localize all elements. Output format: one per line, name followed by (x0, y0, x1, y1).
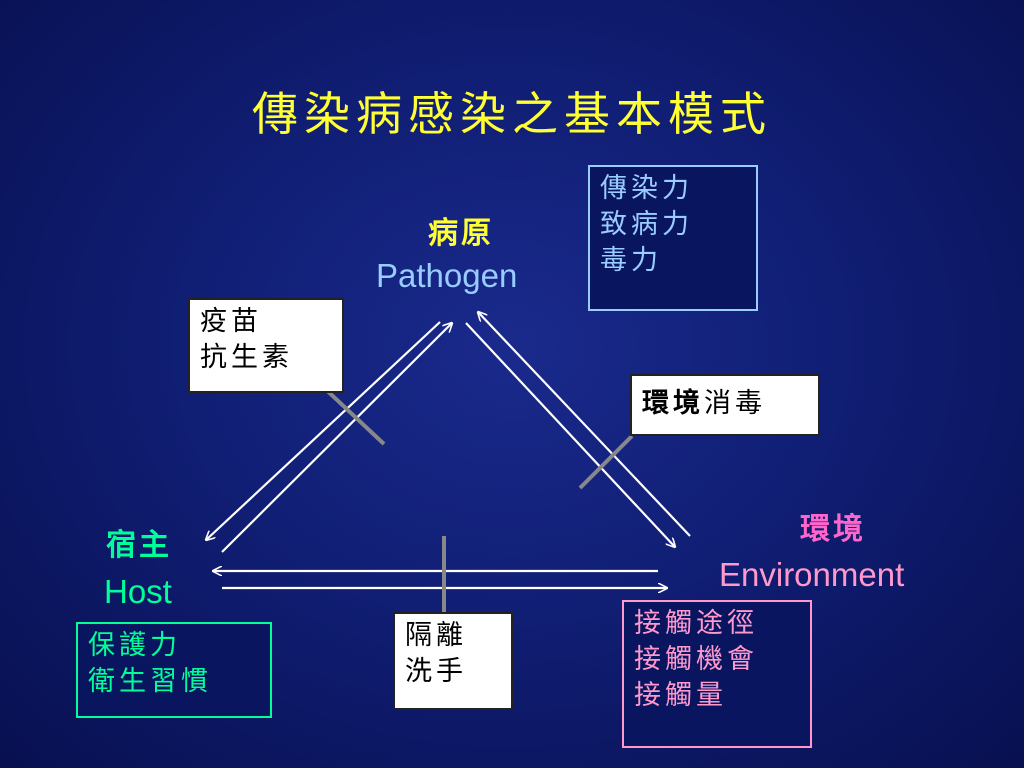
pathogen-trait: 傳染力 (600, 173, 693, 204)
isolation-item: 洗手 (405, 656, 467, 687)
vaccine-box: 疫苗 抗生素 (188, 298, 344, 393)
host-trait: 保護力 (88, 630, 181, 661)
vaccine-item: 疫苗 (200, 306, 262, 337)
isolation-item: 隔離 (405, 620, 467, 651)
contact-item: 接觸機會 (634, 644, 758, 675)
host-traits-box: 保護力 衛生習慣 (76, 622, 272, 718)
arrow-pathogen-to-environment (465, 322, 675, 547)
host-label-zh: 宿主 (106, 528, 172, 563)
contact-item: 接觸途徑 (634, 608, 758, 639)
arrow-host-to-pathogen (221, 323, 452, 553)
disinfection-rest: 消毒 (704, 388, 766, 419)
pathogen-trait: 毒力 (600, 245, 662, 276)
host-trait: 衛生習慣 (88, 666, 212, 697)
disinfection-box: 環境消毒 (630, 374, 820, 436)
contact-box: 接觸途徑 接觸機會 接觸量 (622, 600, 812, 748)
pathogen-label-zh: 病原 (428, 216, 494, 251)
isolation-box: 隔離 洗手 (393, 612, 513, 710)
pathogen-trait: 致病力 (600, 209, 693, 240)
page-title: 傳染病感染之基本模式 (252, 87, 772, 141)
vaccine-item: 抗生素 (200, 342, 293, 373)
blocker-vaccine (318, 382, 386, 446)
disinfection-bold: 環境 (642, 388, 704, 419)
arrow-environment-to-pathogen (478, 312, 691, 537)
arrow-pathogen-to-host (206, 321, 441, 540)
environment-label-en: Environment (719, 556, 905, 593)
host-label-en: Host (104, 573, 172, 610)
pathogen-traits-box: 傳染力 致病力 毒力 (588, 165, 758, 311)
environment-label-zh: 環境 (800, 512, 866, 547)
blocker-disinfection (578, 434, 634, 490)
pathogen-label-en: Pathogen (376, 257, 518, 294)
contact-item: 接觸量 (634, 680, 727, 711)
